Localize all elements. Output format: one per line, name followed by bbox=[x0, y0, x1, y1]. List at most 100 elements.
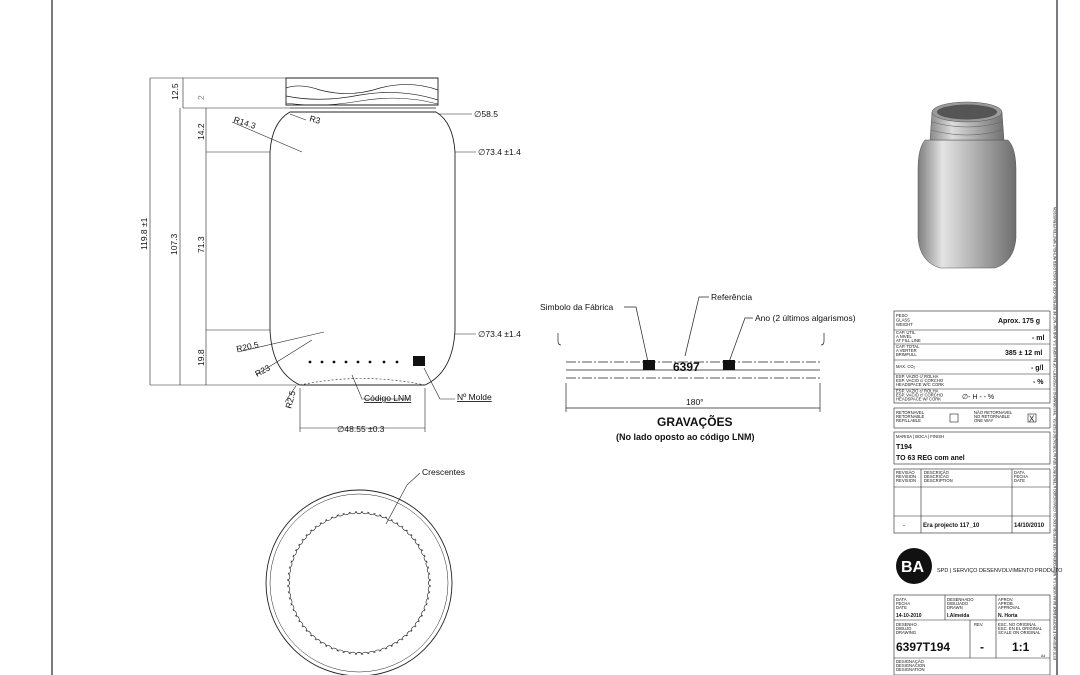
svg-text:DRAWING: DRAWING bbox=[896, 630, 916, 635]
svg-text:HEADSPACE W/C CORK: HEADSPACE W/C CORK bbox=[896, 382, 944, 387]
crescent-mark bbox=[425, 560, 430, 569]
weight-labels: PESO GLASS WEIGHT bbox=[896, 313, 913, 327]
crescent-mark bbox=[373, 649, 382, 654]
crescent-mark bbox=[414, 538, 420, 546]
crescent-mark bbox=[290, 603, 295, 612]
crescent-mark bbox=[421, 609, 426, 617]
lnm-code-dots bbox=[308, 360, 399, 364]
svg-text:DIBUJO: DIBUJO bbox=[896, 626, 912, 631]
crescent-mark bbox=[301, 625, 308, 633]
crescent-mark bbox=[396, 638, 404, 644]
svg-text:ESC. NO ORIGINAL: ESC. NO ORIGINAL bbox=[998, 622, 1037, 627]
svg-text:WEIGHT: WEIGHT bbox=[896, 322, 913, 327]
max-co2-value: - g/l bbox=[1031, 365, 1043, 372]
finish-description: TO 63 REG com anel bbox=[896, 455, 965, 462]
svg-text:AT FILL LINE: AT FILL LINE bbox=[896, 338, 921, 343]
date-value: 14-10-2010 bbox=[896, 613, 922, 619]
crescent-mark bbox=[330, 647, 339, 652]
drawn-by-value: I.Almeida bbox=[947, 613, 969, 619]
svg-text:PESO: PESO bbox=[896, 313, 908, 318]
crescent-mark bbox=[373, 512, 382, 517]
crescent-mark bbox=[348, 511, 357, 515]
crescent-mark bbox=[342, 651, 351, 655]
crescent-mark bbox=[401, 634, 409, 641]
crescent-mark bbox=[361, 651, 370, 655]
crescent-mark bbox=[292, 549, 297, 557]
crescent-mark bbox=[287, 566, 291, 575]
crescent-mark bbox=[427, 572, 431, 581]
dim-r-base1: R20.5 bbox=[235, 339, 260, 354]
ba-logo-text: BA bbox=[901, 559, 925, 576]
crescent-mark bbox=[342, 511, 351, 515]
svg-text:ESP. VAZIO c/ ROLHA: ESP. VAZIO c/ ROLHA bbox=[896, 389, 939, 394]
company-name: SPD | SERVIÇO DESENVOLVIMENTO PRODUTO bbox=[937, 568, 1063, 574]
svg-text:APROV.: APROV. bbox=[998, 597, 1013, 602]
crescent-mark bbox=[325, 645, 333, 650]
crescent-mark bbox=[298, 620, 304, 628]
revision-header: REVISÃO REVISION REVISION DESCRIÇÃO DESC… bbox=[896, 470, 1028, 483]
crescent-mark bbox=[309, 525, 317, 532]
jar-front-view bbox=[269, 77, 456, 386]
dim-base-height: 19.8 bbox=[196, 349, 206, 366]
crescent-mark bbox=[290, 554, 295, 563]
crescent-mark bbox=[288, 560, 293, 569]
crescent-mark bbox=[410, 533, 417, 541]
crescent-mark bbox=[367, 651, 376, 655]
svg-text:ESP. VACIO c/ CORCHO: ESP. VACIO c/ CORCHO bbox=[896, 378, 944, 383]
svg-text:DESIGNACION: DESIGNACION bbox=[896, 663, 925, 668]
crescent-mark bbox=[330, 514, 339, 519]
svg-text:ONE WAY: ONE WAY bbox=[974, 418, 994, 423]
dim-body-height: 107.3 bbox=[169, 233, 179, 255]
svg-text:DESIGNAÇÃO: DESIGNAÇÃO bbox=[896, 659, 925, 664]
crescent-mark bbox=[309, 634, 317, 641]
revision-description: Era projecto 117_10 bbox=[923, 523, 980, 529]
engraving-title: GRAVAÇÕES bbox=[657, 414, 733, 429]
crescent-mark bbox=[336, 649, 345, 654]
crescent-mark bbox=[314, 638, 322, 644]
svg-text:APROB.: APROB. bbox=[998, 601, 1014, 606]
crescent-mark bbox=[401, 525, 409, 532]
svg-text:BRIMFULL: BRIMFULL bbox=[896, 352, 917, 357]
dim-r-shoulder: R14.3 bbox=[232, 114, 257, 131]
dim-body-dia-bottom: ∅73.4 ±1.4 bbox=[478, 329, 521, 339]
jar-bottom-view bbox=[265, 472, 453, 675]
svg-text:DESIGNATION: DESIGNATION bbox=[896, 667, 925, 672]
crescent-mark bbox=[354, 652, 364, 655]
crescent-mark bbox=[379, 514, 388, 519]
label-referencia: Referência bbox=[711, 292, 752, 302]
svg-text:FECHA: FECHA bbox=[1014, 474, 1028, 479]
svg-text:FECHA: FECHA bbox=[896, 601, 910, 606]
headspace-h-labels: ESP. VAZIO c/ ROLHA ESP. VACIO c/ CORCHO… bbox=[896, 389, 944, 402]
crescent-mark bbox=[379, 647, 388, 652]
dim-shoulder: 14.2 bbox=[196, 123, 206, 140]
approval-header: DATA FECHA DATE DESENHADO DIBUJADO DRAWN… bbox=[896, 597, 1021, 610]
crescent-mark bbox=[287, 585, 291, 594]
weight-value: Aprox. 175 g bbox=[998, 318, 1040, 325]
crescent-mark bbox=[425, 597, 430, 606]
crescent-mark bbox=[428, 578, 431, 588]
ba-logo-circle bbox=[896, 548, 932, 584]
cap-util-value: - ml bbox=[1032, 335, 1045, 342]
svg-text:DIBUJADO: DIBUJADO bbox=[947, 601, 969, 606]
mold-number-mark bbox=[413, 356, 425, 366]
cap-util-labels: CAP. UTIL A NIVEL AT FILL LINE bbox=[896, 330, 921, 343]
jar-3d-illustration bbox=[917, 101, 1017, 269]
one-way-labels: NÃO RETORNAVEL NO RETORNABLE ONE WAY bbox=[974, 410, 1013, 423]
crescent-mark bbox=[295, 614, 300, 623]
crescent-mark bbox=[354, 511, 364, 514]
svg-text:HEADSPACE W/ CORK: HEADSPACE W/ CORK bbox=[896, 397, 941, 402]
crescent-mark bbox=[301, 533, 308, 541]
engraving-subtitle: (No lado oposto ao código LNM) bbox=[616, 432, 754, 442]
refillable-labels: RETORNAVEL RETORNABLE REFILLABLE bbox=[896, 410, 925, 423]
svg-text:REFILLABLE: REFILLABLE bbox=[896, 418, 921, 423]
crescent-mark bbox=[418, 543, 423, 552]
finish-code: T194 bbox=[896, 444, 912, 451]
callout-n-molde: Nº Molde bbox=[457, 392, 492, 402]
svg-text:NO RETORNABLE: NO RETORNABLE bbox=[974, 414, 1010, 419]
svg-text:CAP. UTIL: CAP. UTIL bbox=[896, 330, 916, 335]
crescent-mark bbox=[287, 578, 290, 588]
sheet-size: A4 bbox=[1041, 654, 1045, 658]
callout-crescentes: Crescentes bbox=[422, 467, 465, 477]
dim-r-neck: R3 bbox=[308, 113, 321, 126]
revision-date: 14/10/2010 bbox=[1014, 523, 1045, 529]
